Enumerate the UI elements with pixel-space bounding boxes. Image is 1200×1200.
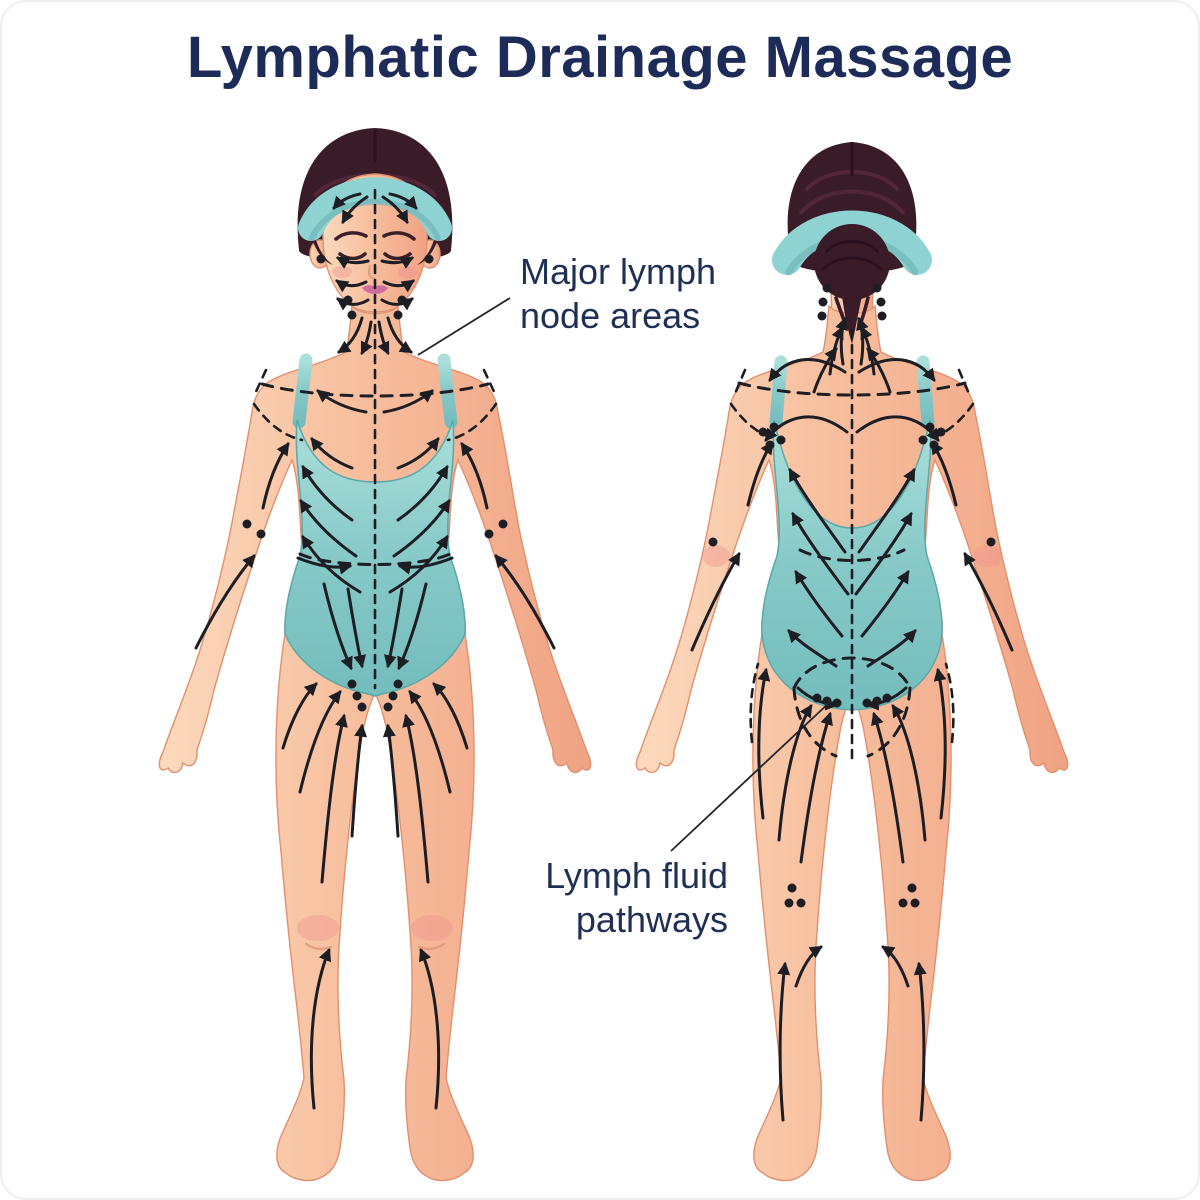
back-waist-dashed [798,548,906,562]
annotation-lymph-fluid-pathways: Lymph fluid pathways [545,854,728,942]
back-shoulder-dashed [737,381,967,397]
lips [362,285,388,294]
buttock-dashed-right [866,686,912,758]
poster-title: Lymphatic Drainage Massage [186,25,1014,90]
annotation-major-lymph-nodes: Major lymph node areas [520,250,716,338]
nape-wisps [842,296,862,344]
nose [367,264,377,281]
female-figure-front-view [158,128,592,1182]
leader-line-major-lymph-nodes [417,297,511,356]
front-collar-dashed [260,382,490,398]
front-massage-pathways [196,188,554,1108]
left-eyebrow [334,231,368,241]
hair-bun [814,224,890,300]
leader-line-lymph-pathways [670,700,832,852]
front-waist-dashed [298,552,452,566]
annotation-lymph-fluid-pathways-line1: Lymph fluid [545,855,728,896]
back-head [772,142,932,344]
left-eye-closed [338,252,367,261]
back-massage-pathways [692,284,1012,1121]
right-eye-closed [383,252,412,261]
annotation-lymph-fluid-pathways-line2: pathways [575,898,728,940]
buttock-dashed-top [792,656,912,690]
female-figure-back-view [635,142,1069,1182]
buttock-dashed-left [792,686,838,758]
annotation-major-lymph-nodes-line2: node areas [520,294,701,336]
right-eyebrow [382,231,416,241]
annotation-major-lymph-nodes-line1: Major lymph [520,251,717,292]
